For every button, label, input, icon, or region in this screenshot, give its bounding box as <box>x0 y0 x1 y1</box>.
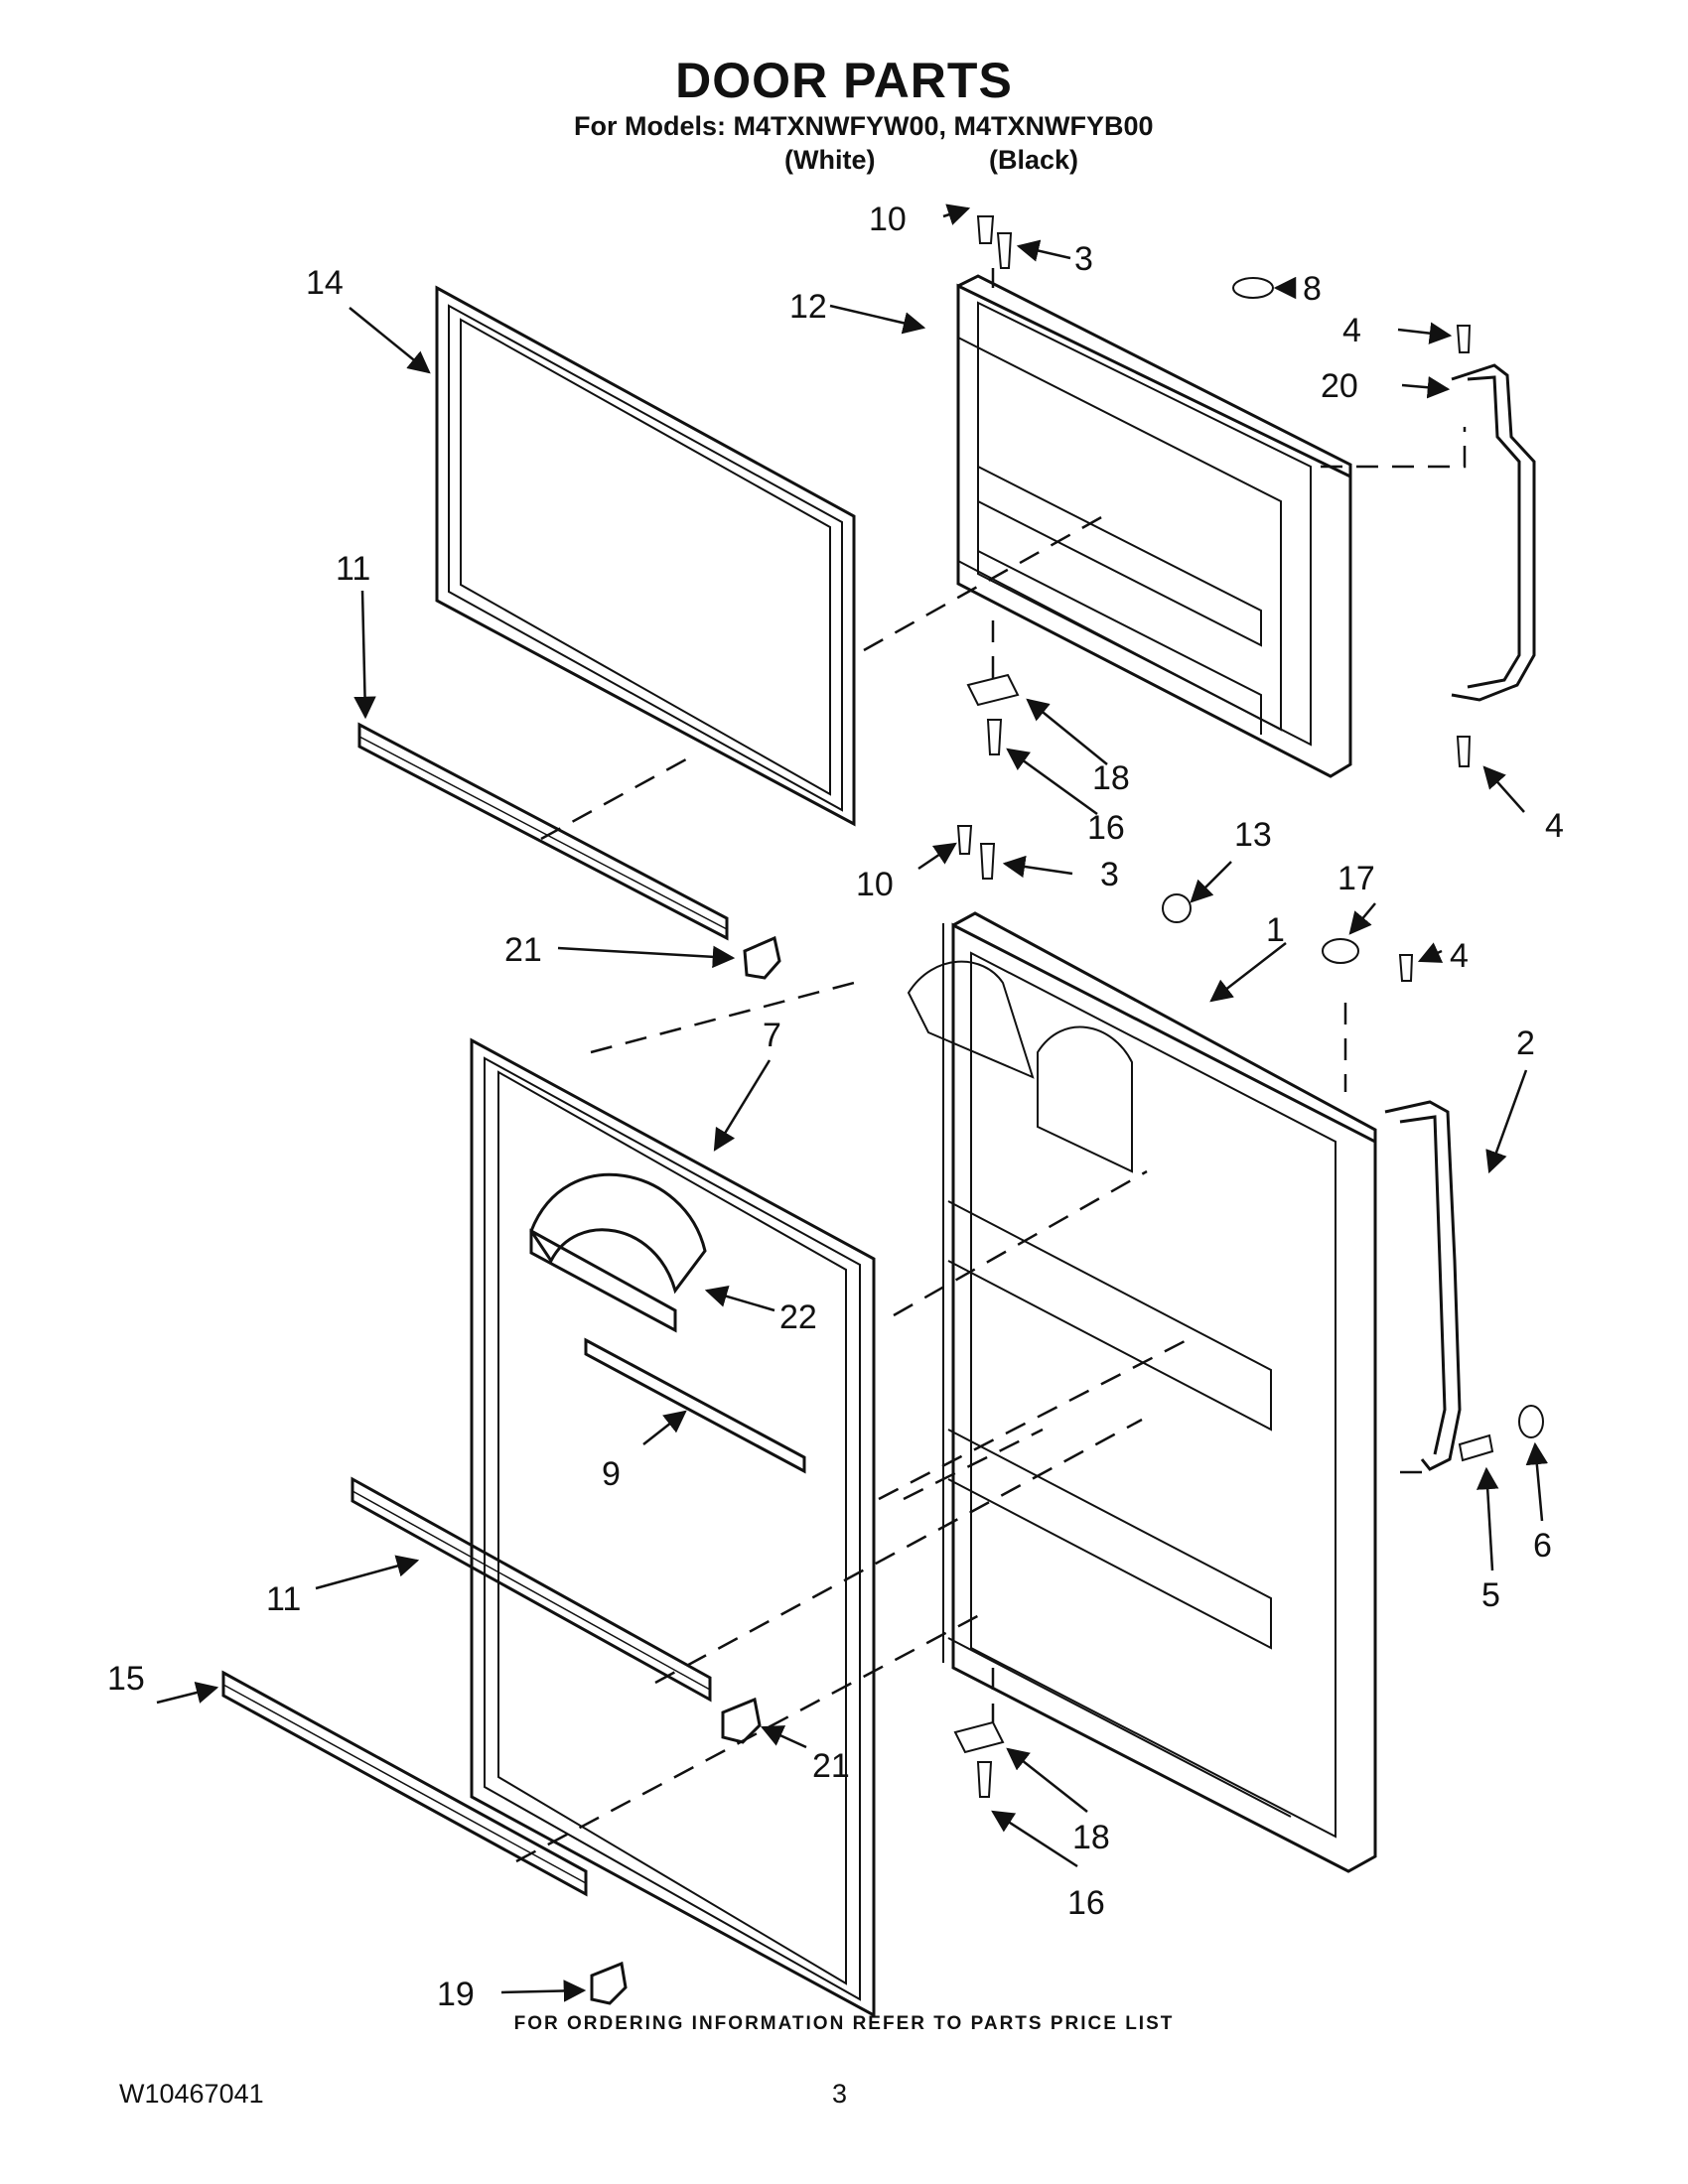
callout-5: 5 <box>1481 1576 1500 1614</box>
callout-13: 13 <box>1234 816 1272 854</box>
fresh-food-door-drawing <box>907 911 1377 1873</box>
callout-21-lower: 21 <box>812 1747 850 1785</box>
callout-4-right: 4 <box>1545 807 1564 845</box>
callout-18-upper: 18 <box>1092 759 1130 797</box>
callout-10-upper: 10 <box>869 201 907 238</box>
callout-11-upper: 11 <box>336 550 370 588</box>
callout-18-lower: 18 <box>1072 1819 1110 1856</box>
upper-shelf-rail-drawing <box>357 722 729 941</box>
freezer-door-drawing <box>956 274 1352 778</box>
callout-16-upper: 16 <box>1087 809 1125 847</box>
upper-handle-drawing <box>1451 363 1536 702</box>
leader-arrows <box>156 204 1549 2002</box>
document-number: W10467041 <box>119 2079 264 2109</box>
callout-3-upper: 3 <box>1074 240 1093 278</box>
models-line: For Models: M4TXNWFYW00, M4TXNWFYB00 <box>574 111 1154 141</box>
callout-11-lower: 11 <box>266 1580 301 1618</box>
callout-17: 17 <box>1337 860 1375 897</box>
callout-10-lower: 10 <box>856 866 894 903</box>
end-cap-19-drawing <box>590 1961 628 2005</box>
ordering-note: FOR ORDERING INFORMATION REFER TO PARTS … <box>513 2013 1175 2034</box>
upper-end-cap-drawing <box>743 935 781 980</box>
hardware-drawings <box>953 215 1544 1798</box>
lower-handle-drawing <box>1384 1100 1462 1471</box>
callout-16-lower: 16 <box>1067 1884 1105 1922</box>
main-gasket-drawing <box>470 1037 876 2018</box>
freezer-gasket-drawing <box>435 285 856 827</box>
callout-20: 20 <box>1321 367 1358 405</box>
callout-15: 15 <box>107 1660 145 1698</box>
alignment-lines <box>515 268 1467 1863</box>
callout-7: 7 <box>763 1017 781 1054</box>
callout-9: 9 <box>602 1455 621 1493</box>
callout-4-top: 4 <box>1342 312 1361 349</box>
callout-14: 14 <box>306 264 344 302</box>
callout-4-mid: 4 <box>1450 937 1469 975</box>
callout-19: 19 <box>437 1976 475 2013</box>
shelf-rail-9-drawing <box>584 1337 806 1474</box>
callout-numbers: 1 2 3 3 4 4 4 5 6 7 8 9 10 10 11 11 12 1… <box>107 201 1564 2013</box>
callout-22: 22 <box>779 1298 817 1336</box>
shelf-rail-15-drawing <box>221 1670 588 1897</box>
callout-12: 12 <box>789 288 827 326</box>
variant-black-label: (Black) <box>989 145 1079 175</box>
variant-white-label: (White) <box>784 145 876 175</box>
lower-shelf-rail-drawing <box>351 1476 712 1703</box>
callout-21-upper: 21 <box>504 931 542 969</box>
callout-8: 8 <box>1303 270 1322 308</box>
dairy-door-drawing <box>529 1172 707 1333</box>
lower-end-cap-drawing <box>721 1697 762 1744</box>
callout-1: 1 <box>1266 911 1285 949</box>
callout-3-lower: 3 <box>1100 856 1119 893</box>
page-title: DOOR PARTS <box>675 53 1013 108</box>
callout-2: 2 <box>1516 1024 1535 1062</box>
page-number: 3 <box>832 2079 848 2109</box>
callout-6: 6 <box>1533 1527 1552 1565</box>
